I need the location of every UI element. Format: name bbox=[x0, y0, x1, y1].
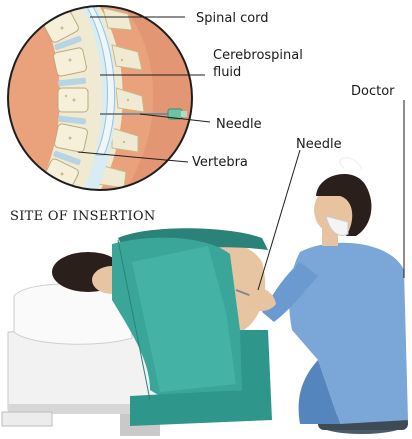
label-csf-line1: Cerebrospinal bbox=[213, 48, 303, 63]
mask-ties bbox=[340, 158, 362, 170]
label-needle-main: Needle bbox=[296, 137, 342, 152]
label-doctor: Doctor bbox=[351, 84, 395, 99]
label-spinal-cord: Spinal cord bbox=[196, 11, 269, 26]
table-base bbox=[2, 412, 52, 426]
doctor-figure bbox=[248, 158, 408, 434]
label-needle-inset: Needle bbox=[216, 117, 262, 132]
spine-inset bbox=[8, 0, 200, 200]
doctor-hand bbox=[248, 288, 276, 311]
label-site-of-insertion: SITE OF INSERTION bbox=[10, 209, 156, 224]
label-vertebra: Vertebra bbox=[192, 155, 248, 170]
label-csf-line2: fluid bbox=[213, 65, 241, 80]
